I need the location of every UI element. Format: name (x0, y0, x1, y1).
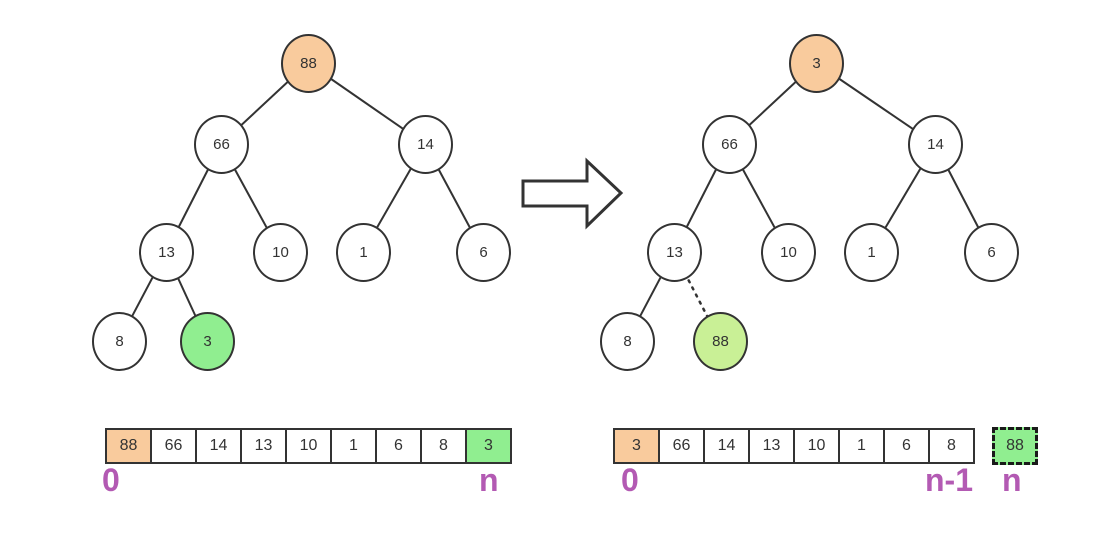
tree-node-right-1: 1 (844, 223, 899, 282)
array-cell: 66 (658, 428, 705, 464)
tree-node-left-8: 8 (92, 312, 147, 371)
tree-node-left-10: 10 (253, 223, 308, 282)
tree-node-right-66: 66 (702, 115, 757, 174)
array-cell: 10 (285, 428, 332, 464)
array-cell: 1 (330, 428, 377, 464)
array-cell: 14 (195, 428, 242, 464)
tree-node-right-6: 6 (964, 223, 1019, 282)
tree-node-right-88: 88 (693, 312, 748, 371)
array-cell: 6 (375, 428, 422, 464)
tree-node-right-13: 13 (647, 223, 702, 282)
array-cell: 8 (420, 428, 467, 464)
right-arrow-icon (521, 157, 624, 230)
array-cell: 3 (613, 428, 660, 464)
tree-node-left-6: 6 (456, 223, 511, 282)
index-label-start: 0 (621, 462, 639, 498)
index-label-extracted: n (1002, 462, 1022, 498)
array-cell: 66 (150, 428, 197, 464)
index-label-end: n (479, 462, 499, 498)
array-cell: 3 (465, 428, 512, 464)
array-cell: 8 (928, 428, 975, 464)
tree-node-right-10: 10 (761, 223, 816, 282)
tree-node-right-3: 3 (789, 34, 844, 93)
tree-node-left-3: 3 (180, 312, 235, 371)
array-cell: 13 (240, 428, 287, 464)
tree-node-left-14: 14 (398, 115, 453, 174)
tree-node-left-88: 88 (281, 34, 336, 93)
array-cell: 1 (838, 428, 885, 464)
tree-node-right-8: 8 (600, 312, 655, 371)
right-array: 3 66 14 13 10 1 6 8 (613, 428, 975, 464)
tree-node-left-13: 13 (139, 223, 194, 282)
tree-node-right-14: 14 (908, 115, 963, 174)
array-cell: 13 (748, 428, 795, 464)
tree-node-left-1: 1 (336, 223, 391, 282)
array-cell: 88 (105, 428, 152, 464)
left-array: 88 66 14 13 10 1 6 8 3 (105, 428, 512, 464)
array-cell: 10 (793, 428, 840, 464)
extracted-array-cell: 88 (992, 427, 1038, 465)
tree-node-left-66: 66 (194, 115, 249, 174)
array-cell: 6 (883, 428, 930, 464)
index-label-n-minus-1: n-1 (925, 462, 973, 498)
array-cell: 14 (703, 428, 750, 464)
index-label-start: 0 (102, 462, 120, 498)
